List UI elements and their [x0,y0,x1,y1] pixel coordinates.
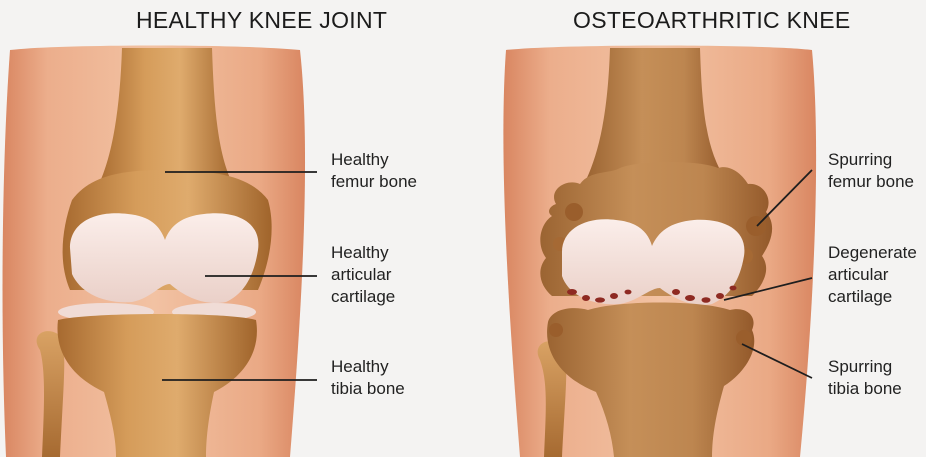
oa-cartilage-leader [723,277,813,301]
healthy-tibia [57,314,257,457]
osteoarthritic-knee-illustration [503,45,817,457]
oa-tibia-spur-1 [736,330,752,346]
oa-cartilage-label: Degenerate articular cartilage [828,242,920,308]
oa-tibia-label: Spurring tibia bone [828,356,920,400]
label-line: Healthy [331,243,389,262]
oa-femur-spur-1 [565,203,583,221]
label-line: Healthy [331,357,389,376]
label-line: femur bone [331,172,417,191]
label-line: Healthy [331,150,389,169]
oa-tibia [547,302,755,457]
label-line: Spurring [828,357,893,376]
healthy-femur-cartilage [70,213,259,304]
oa-tibia-leader [741,343,813,379]
oa-tibia-spur-2 [549,323,563,337]
oa-cartilage-erosions [567,285,737,303]
healthy-cartilage-label: Healthy articular cartilage [331,242,395,308]
healthy-fibula [36,331,65,457]
healthy-femur-shaft [96,48,236,190]
healthy-knee-illustration [2,45,317,457]
oa-femur-label: Spurring femur bone [828,149,920,193]
healthy-femur-label: Healthy femur bone [331,149,417,193]
oa-fibula [537,341,567,457]
label-line: articular [331,265,392,284]
healthy-tibia-label: Healthy tibia bone [331,356,405,400]
oa-femur-cartilage [562,219,745,306]
label-line: Spurring [828,150,893,169]
label-line: cartilage [828,287,893,306]
oa-femur-shaft [586,48,726,180]
label-line: cartilage [331,287,396,306]
label-line: tibia bone [331,379,405,398]
label-line: Degenerate [828,243,917,262]
healthy-panel-title: HEALTHY KNEE JOINT [136,7,388,33]
label-line: femur bone [828,172,914,191]
label-line: articular [828,265,889,284]
label-line: tibia bone [828,379,902,398]
oa-femur-leader [756,169,813,227]
osteoarthritic-panel-title: OSTEOARTHRITIC KNEE [573,7,851,33]
